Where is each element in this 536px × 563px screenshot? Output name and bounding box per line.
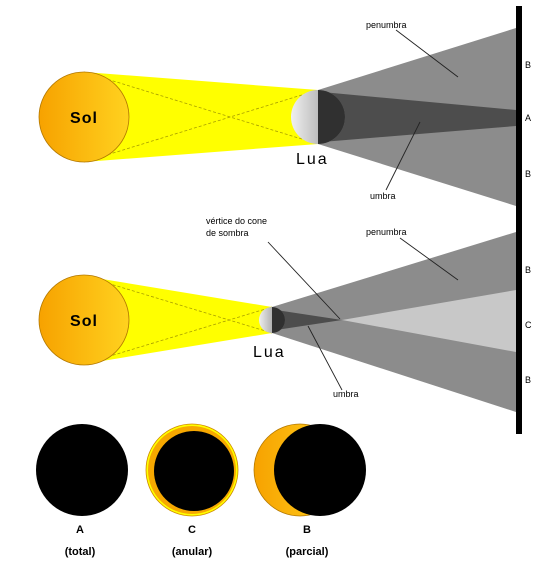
umbra-label: umbra — [333, 389, 359, 399]
eclipse-letter: C — [188, 524, 196, 536]
bottom-diagram: Sol Lua vértice do cone de sombra penumb… — [38, 216, 532, 412]
annular-eclipse — [145, 423, 239, 517]
total-eclipse — [36, 424, 128, 516]
umbra-label: umbra — [370, 191, 396, 201]
sun-label: Sol — [70, 313, 98, 330]
moon — [259, 307, 285, 333]
sunlight-beam — [84, 276, 272, 364]
eclipse-caption: (anular) — [172, 546, 213, 558]
vertex-label: de sombra — [206, 228, 249, 238]
zone-letter: B — [525, 375, 531, 385]
tangent-lines — [83, 275, 273, 365]
partial-eclipse — [253, 423, 366, 517]
top-diagram: Sol Lua penumbra umbra B A B — [38, 20, 531, 206]
vertex-label: vértice do cone — [206, 216, 267, 226]
umbra-region — [276, 310, 342, 330]
eclipse-letter: A — [76, 524, 84, 536]
sun — [38, 274, 130, 366]
eclipse-letter: B — [303, 524, 311, 536]
tangent-lines — [83, 71, 319, 163]
eclipse-caption: (total) — [65, 546, 96, 558]
sun-label: Sol — [70, 110, 98, 127]
antumbra-region — [342, 290, 516, 352]
zone-letter: A — [525, 113, 531, 123]
sunlight-beam — [84, 72, 318, 162]
eclipse-caption: (parcial) — [286, 546, 329, 558]
pointer-lines — [267, 237, 459, 391]
penumbra-label: penumbra — [366, 227, 407, 237]
earth-surface-bar — [516, 6, 522, 434]
moon-label: Lua — [296, 151, 329, 168]
zone-letter: B — [525, 169, 531, 179]
sun — [38, 71, 130, 163]
zone-letter: C — [525, 320, 532, 330]
zone-letter: B — [525, 265, 531, 275]
pointer-lines — [385, 29, 459, 191]
eclipse-types: A (total) C (anular) B (parcial) — [36, 423, 366, 558]
penumbra-label: penumbra — [366, 20, 407, 30]
moon-label: Lua — [253, 344, 286, 361]
umbra-region — [322, 92, 516, 142]
zone-letter: B — [525, 60, 531, 70]
